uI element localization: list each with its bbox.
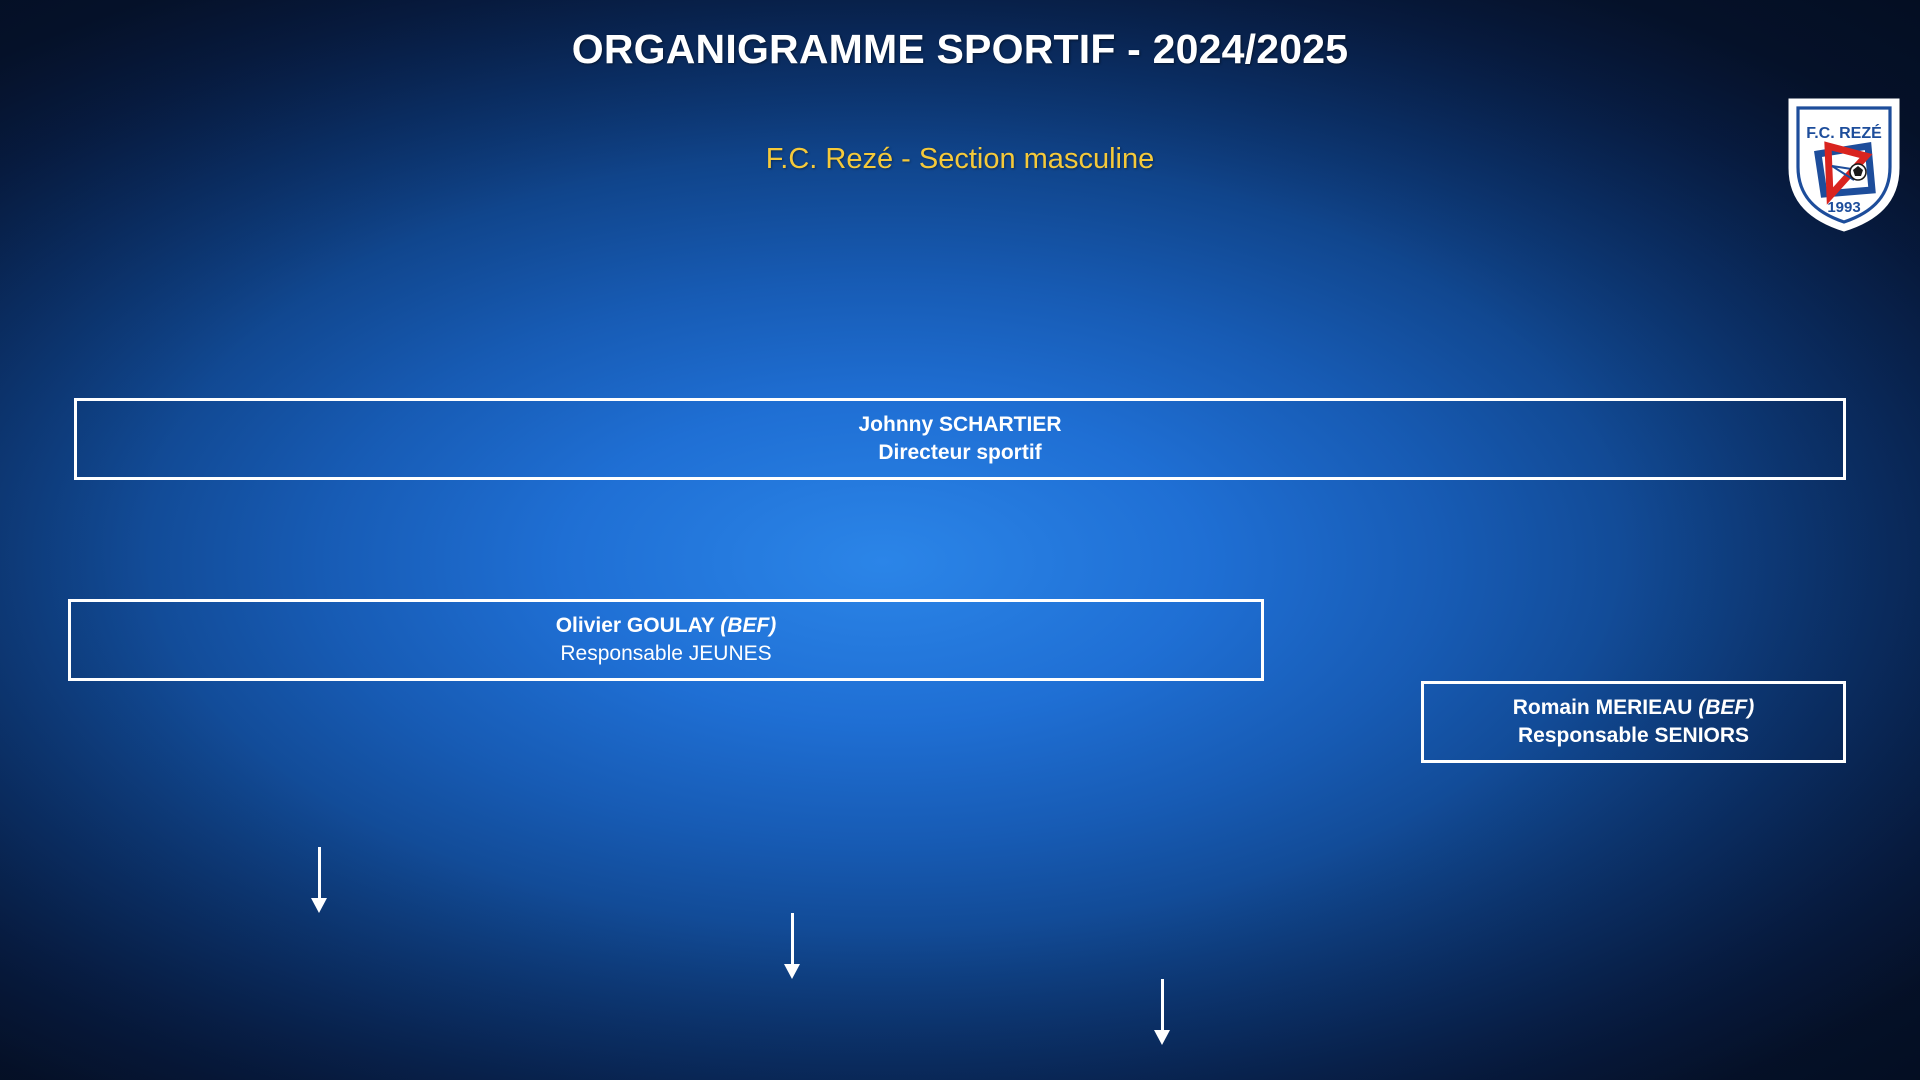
youth-head-role: Responsable JEUNES bbox=[560, 642, 772, 665]
youth-head-name: Olivier GOULAY (BEF) bbox=[556, 612, 777, 640]
arrow-to-formation bbox=[1154, 979, 1920, 1045]
seniors-head-name: Romain MERIEAU (BEF) bbox=[1513, 694, 1755, 722]
youth-head-qual: (BEF) bbox=[720, 614, 777, 638]
arrow-to-ecole bbox=[311, 847, 1920, 913]
page-subtitle: F.C. Rezé - Section masculine bbox=[765, 143, 1155, 175]
director-box[interactable]: Johnny SCHARTIER Directeur sportif bbox=[74, 398, 1846, 480]
club-logo-icon: F.C. REZÉ 1993 bbox=[1784, 94, 1904, 234]
arrow-to-preformation bbox=[784, 913, 1920, 979]
seniors-head-qual: (BEF) bbox=[1698, 696, 1755, 720]
page-title: ORGANIGRAMME SPORTIF - 2024/2025 bbox=[571, 26, 1349, 72]
seniors-head-role: Responsable SENIORS bbox=[1517, 724, 1750, 747]
seniors-head-box[interactable]: Romain MERIEAU (BEF) Responsable SENIORS bbox=[1421, 681, 1846, 763]
director-role: Directeur sportif bbox=[878, 441, 1042, 464]
svg-text:1993: 1993 bbox=[1827, 199, 1860, 216]
svg-text:F.C. REZÉ: F.C. REZÉ bbox=[1806, 123, 1882, 142]
youth-head-box[interactable]: Olivier GOULAY (BEF) Responsable JEUNES bbox=[68, 599, 1264, 681]
youth-head-name-text: Olivier GOULAY bbox=[555, 614, 715, 638]
director-name: Johnny SCHARTIER bbox=[858, 413, 1062, 437]
seniors-head-name-text: Romain MERIEAU bbox=[1512, 696, 1693, 720]
